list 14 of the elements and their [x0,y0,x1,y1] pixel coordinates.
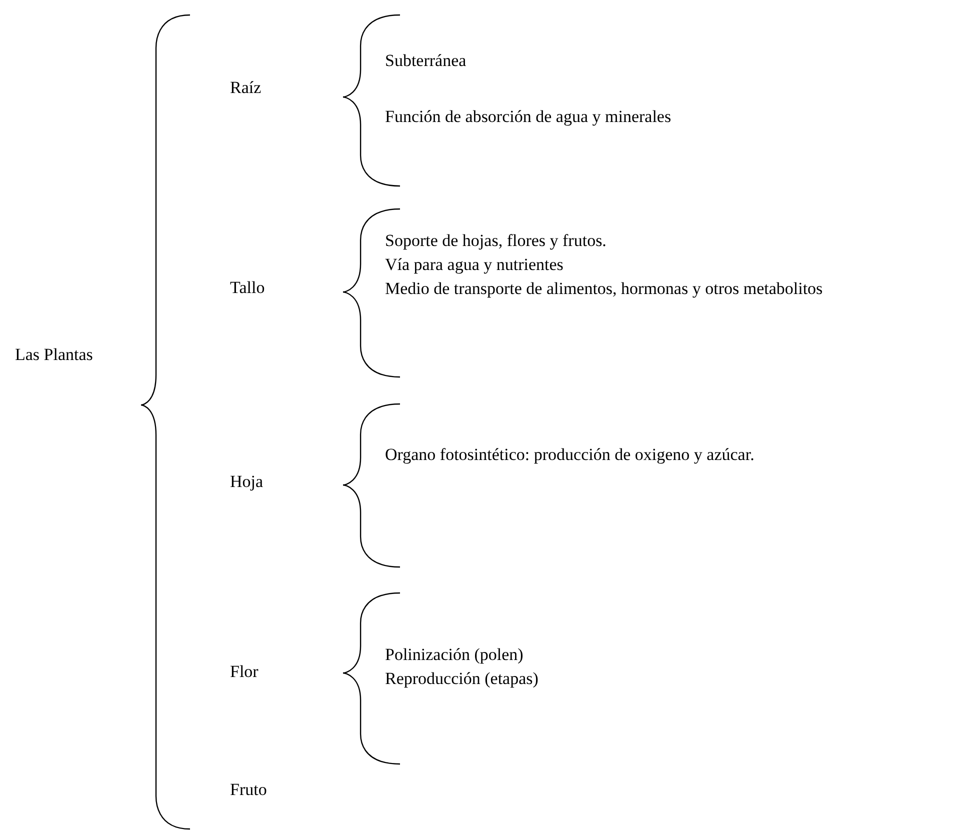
label-text: Hoja [230,471,264,493]
label-text: Vía para agua y nutrientes [385,254,564,276]
label-text: Las Plantas [15,344,93,366]
label-text: Fruto [230,779,267,801]
label-text: Raíz [230,77,262,99]
label-text: Reproducción (etapas) [385,668,538,690]
label-text: Tallo [230,277,265,299]
label-text: Subterránea [385,50,466,72]
label-text: Polinización (polen) [385,644,524,666]
label-text: Organo fotosintético: producción de oxigeno y azúcar. [385,444,754,466]
label-text: Soporte de hojas, flores y frutos. [385,230,606,252]
label-text: Función de absorción de agua y minerales [385,106,672,128]
label-text: Medio de transporte de alimentos, hormonas y otros metabolitos [385,278,824,300]
label-text: Flor [230,661,258,683]
